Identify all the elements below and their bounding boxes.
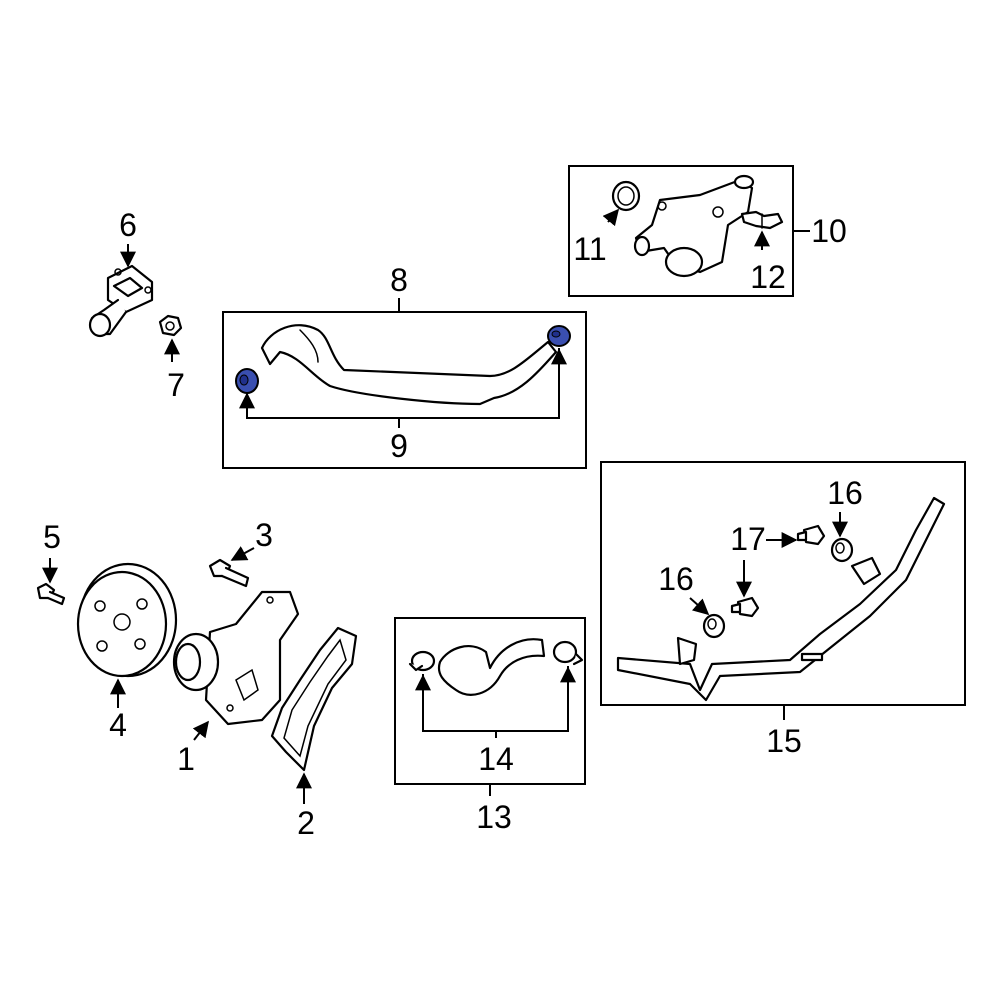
callout-5: 5 xyxy=(43,519,61,555)
bypass-hose-clamp-left-part[interactable] xyxy=(408,650,436,672)
o-ring-part[interactable] xyxy=(611,180,641,212)
box-group-8 xyxy=(222,311,587,469)
callout-16-lower: 16 xyxy=(658,561,694,597)
callout-9: 9 xyxy=(390,428,408,464)
grommet-upper-part[interactable] xyxy=(830,537,854,563)
thermostat-housing-part[interactable] xyxy=(88,264,154,338)
water-outlet-part[interactable] xyxy=(633,174,755,278)
callout-7: 7 xyxy=(167,367,185,403)
callout-4: 4 xyxy=(109,707,127,743)
temperature-sensor-part[interactable] xyxy=(740,210,784,230)
water-pipe-part[interactable] xyxy=(616,496,946,702)
callout-14: 14 xyxy=(478,741,514,777)
water-pump-gasket-part[interactable] xyxy=(270,626,358,772)
water-pump-bolt-part[interactable] xyxy=(208,558,250,588)
callout-11: 11 xyxy=(573,231,606,267)
radiator-hose-part[interactable] xyxy=(260,324,558,406)
callout-13: 13 xyxy=(476,799,512,835)
callout-6: 6 xyxy=(119,207,137,243)
water-pump-pulley-part[interactable] xyxy=(76,562,178,678)
callout-17: 17 xyxy=(730,521,766,557)
bypass-hose-part[interactable] xyxy=(437,638,546,696)
callout-1: 1 xyxy=(177,741,195,777)
hose-clamp-right-part[interactable] xyxy=(547,325,571,347)
pin-upper-part[interactable] xyxy=(796,524,826,546)
callout-2: 2 xyxy=(297,805,315,841)
hose-clamp-left-part[interactable] xyxy=(235,368,259,394)
callout-8: 8 xyxy=(390,262,408,298)
water-pump-part[interactable] xyxy=(172,590,300,726)
pin-lower-part[interactable] xyxy=(730,596,760,618)
callout-15: 15 xyxy=(766,723,802,759)
bypass-hose-clamp-right-part[interactable] xyxy=(552,640,584,666)
callout-3: 3 xyxy=(255,517,273,553)
callout-16-upper: 16 xyxy=(827,475,863,511)
callout-12: 12 xyxy=(750,259,786,295)
callout-10: 10 xyxy=(811,213,847,249)
pulley-bolt-part[interactable] xyxy=(36,582,66,606)
nut-part[interactable] xyxy=(158,314,183,337)
grommet-lower-part[interactable] xyxy=(702,613,726,639)
